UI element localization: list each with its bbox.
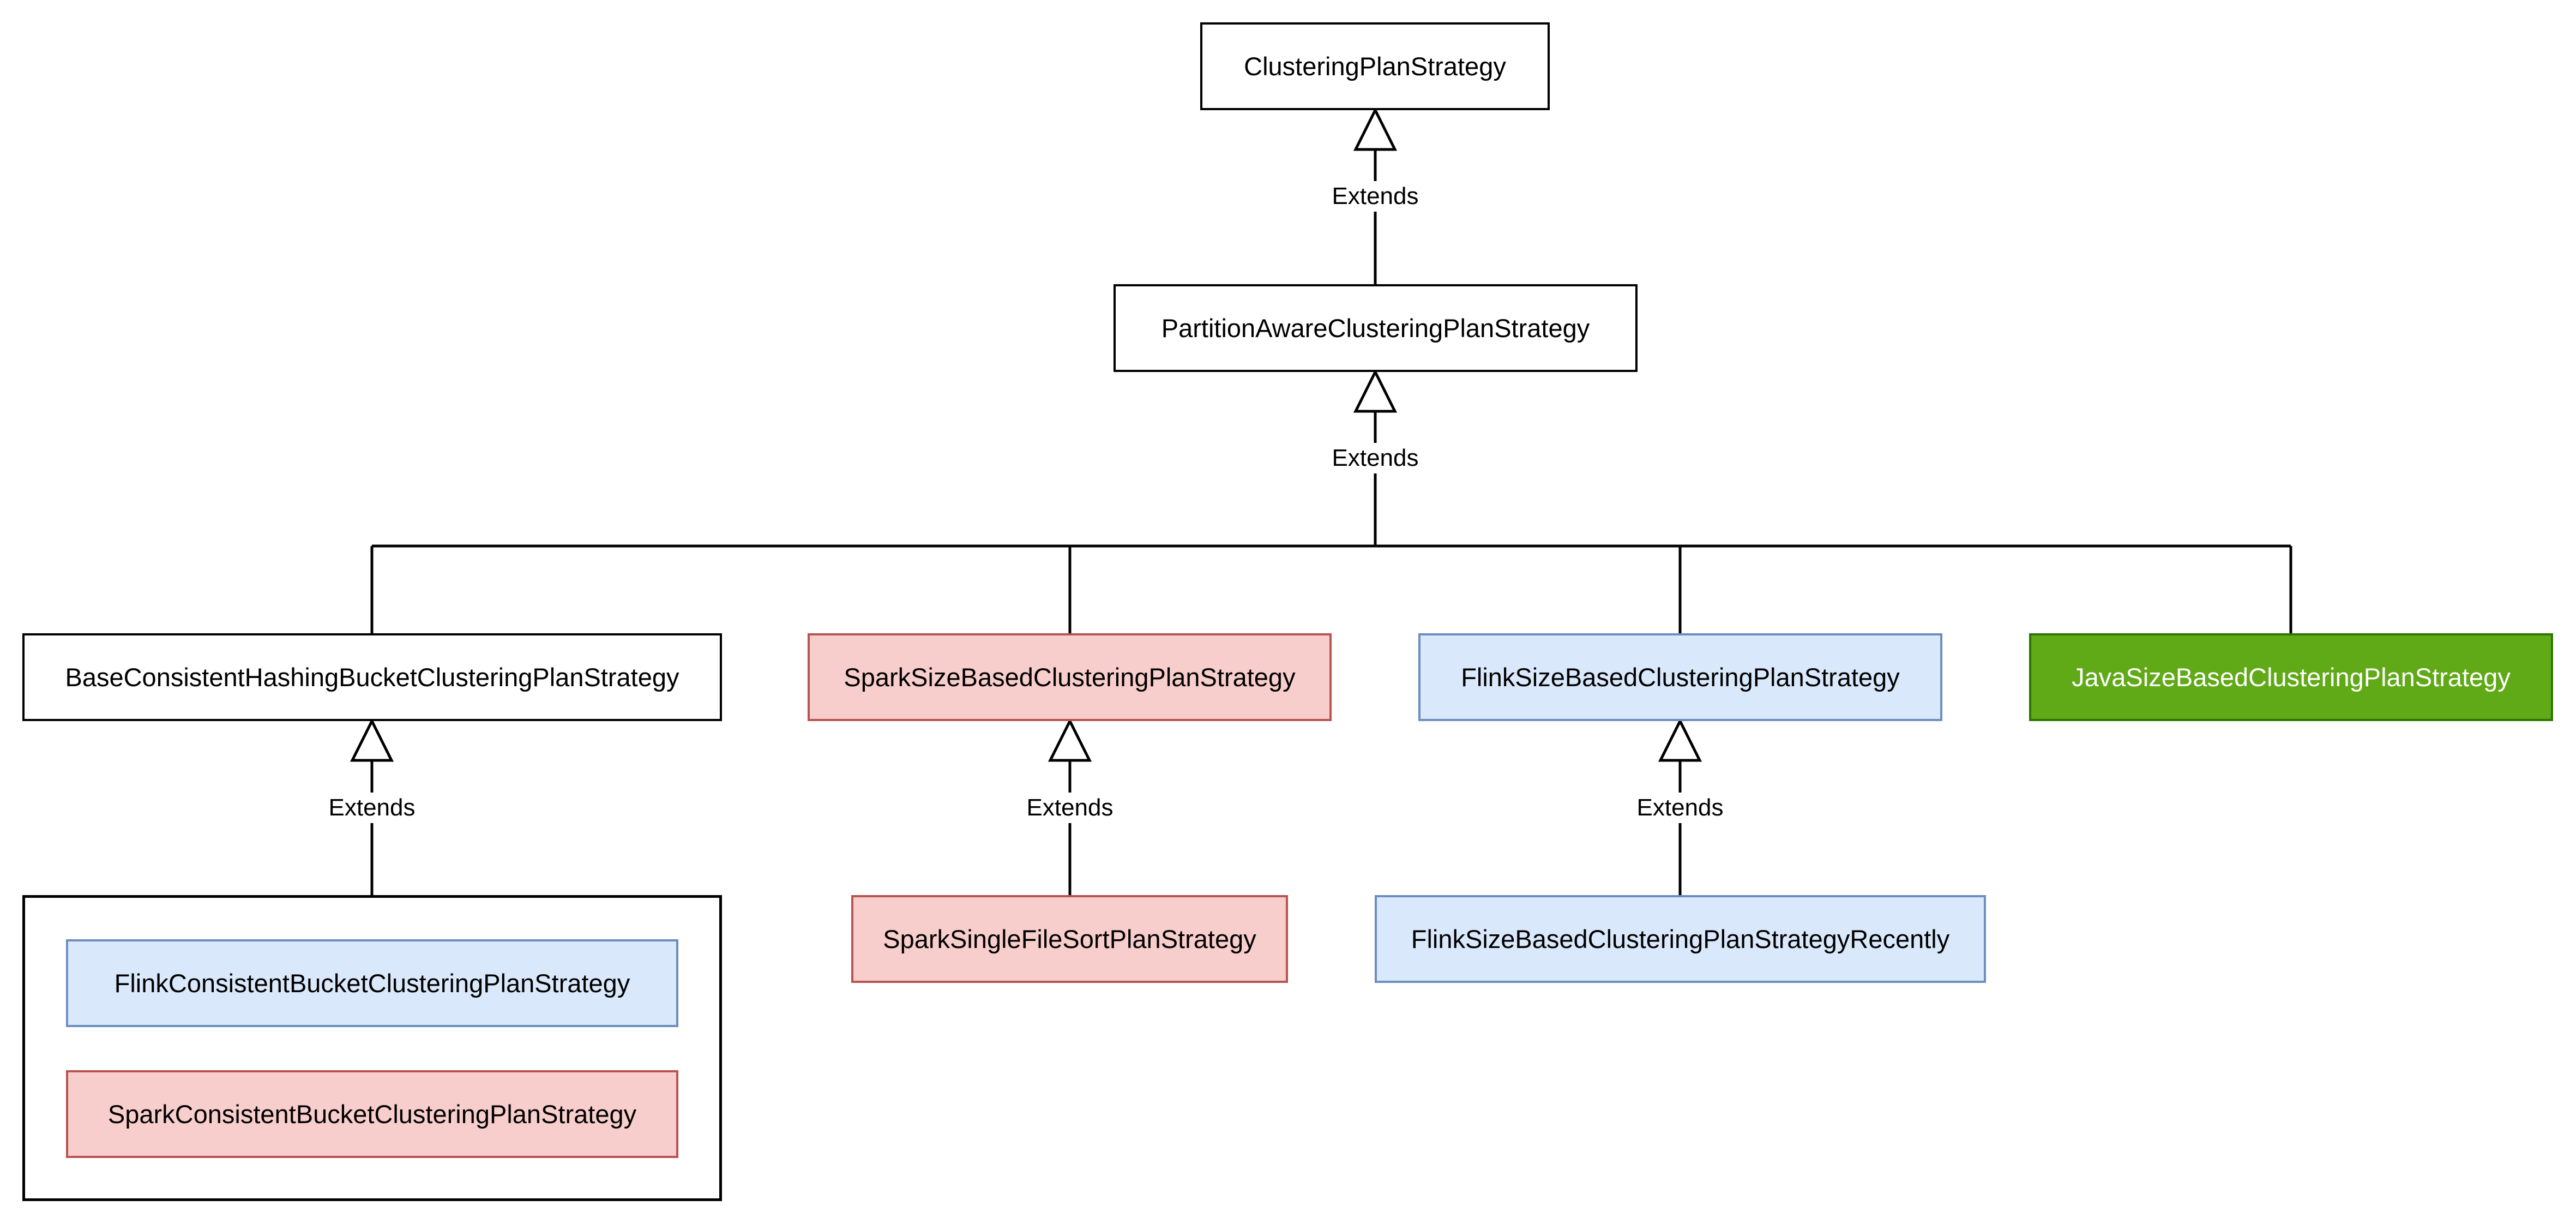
edge-label-extends: Extends — [1329, 181, 1421, 212]
node-spark-single-file-sort-plan-strategy[interactable]: SparkSingleFileSortPlanStrategy — [851, 895, 1288, 983]
node-label: SparkConsistentBucketClusteringPlanStrat… — [107, 1100, 637, 1129]
node-clustering-plan-strategy[interactable]: ClusteringPlanStrategy — [1200, 22, 1550, 110]
node-label: FlinkConsistentBucketClusteringPlanStrat… — [114, 969, 630, 998]
edge-label-extends: Extends — [1024, 793, 1116, 823]
node-java-size-based-clustering-plan-strategy[interactable]: JavaSizeBasedClusteringPlanStrategy — [2029, 633, 2553, 721]
extends-arrowhead — [350, 718, 394, 762]
edge-label-extends: Extends — [326, 793, 418, 823]
node-label: SparkSizeBasedClusteringPlanStrategy — [844, 663, 1296, 692]
node-flink-size-based-clustering-plan-strategy-recently[interactable]: FlinkSizeBasedClusteringPlanStrategyRece… — [1375, 895, 1986, 983]
edge-label-extends: Extends — [1329, 443, 1421, 473]
node-flink-size-based-clustering-plan-strategy[interactable]: FlinkSizeBasedClusteringPlanStrategy — [1418, 633, 1942, 721]
node-spark-size-based-clustering-plan-strategy[interactable]: SparkSizeBasedClusteringPlanStrategy — [808, 633, 1332, 721]
node-label: BaseConsistentHashingBucketClusteringPla… — [65, 663, 679, 692]
extends-arrowhead — [1353, 369, 1398, 413]
edge-label-extends: Extends — [1634, 793, 1726, 823]
edge-lines — [370, 149, 2292, 895]
node-flink-consistent-bucket-clustering-plan-strategy[interactable]: FlinkConsistentBucketClusteringPlanStrat… — [66, 939, 678, 1027]
extends-arrowhead — [1658, 718, 1702, 762]
edge-arrowheads — [350, 107, 1702, 762]
node-label: ClusteringPlanStrategy — [1244, 52, 1506, 81]
node-label: FlinkSizeBasedClusteringPlanStrategy — [1461, 663, 1900, 692]
node-label: PartitionAwareClusteringPlanStrategy — [1161, 314, 1590, 343]
node-label: SparkSingleFileSortPlanStrategy — [883, 925, 1256, 953]
node-spark-consistent-bucket-clustering-plan-strategy[interactable]: SparkConsistentBucketClusteringPlanStrat… — [66, 1070, 678, 1158]
node-label: FlinkSizeBasedClusteringPlanStrategyRece… — [1411, 925, 1950, 953]
extends-arrowhead — [1048, 718, 1092, 762]
node-base-consistent-hashing-bucket-clustering-plan-strategy[interactable]: BaseConsistentHashingBucketClusteringPla… — [22, 633, 722, 721]
node-partition-aware-clustering-plan-strategy[interactable]: PartitionAwareClusteringPlanStrategy — [1114, 284, 1638, 372]
node-label: JavaSizeBasedClusteringPlanStrategy — [2072, 663, 2511, 692]
extends-arrowhead — [1353, 107, 1398, 151]
